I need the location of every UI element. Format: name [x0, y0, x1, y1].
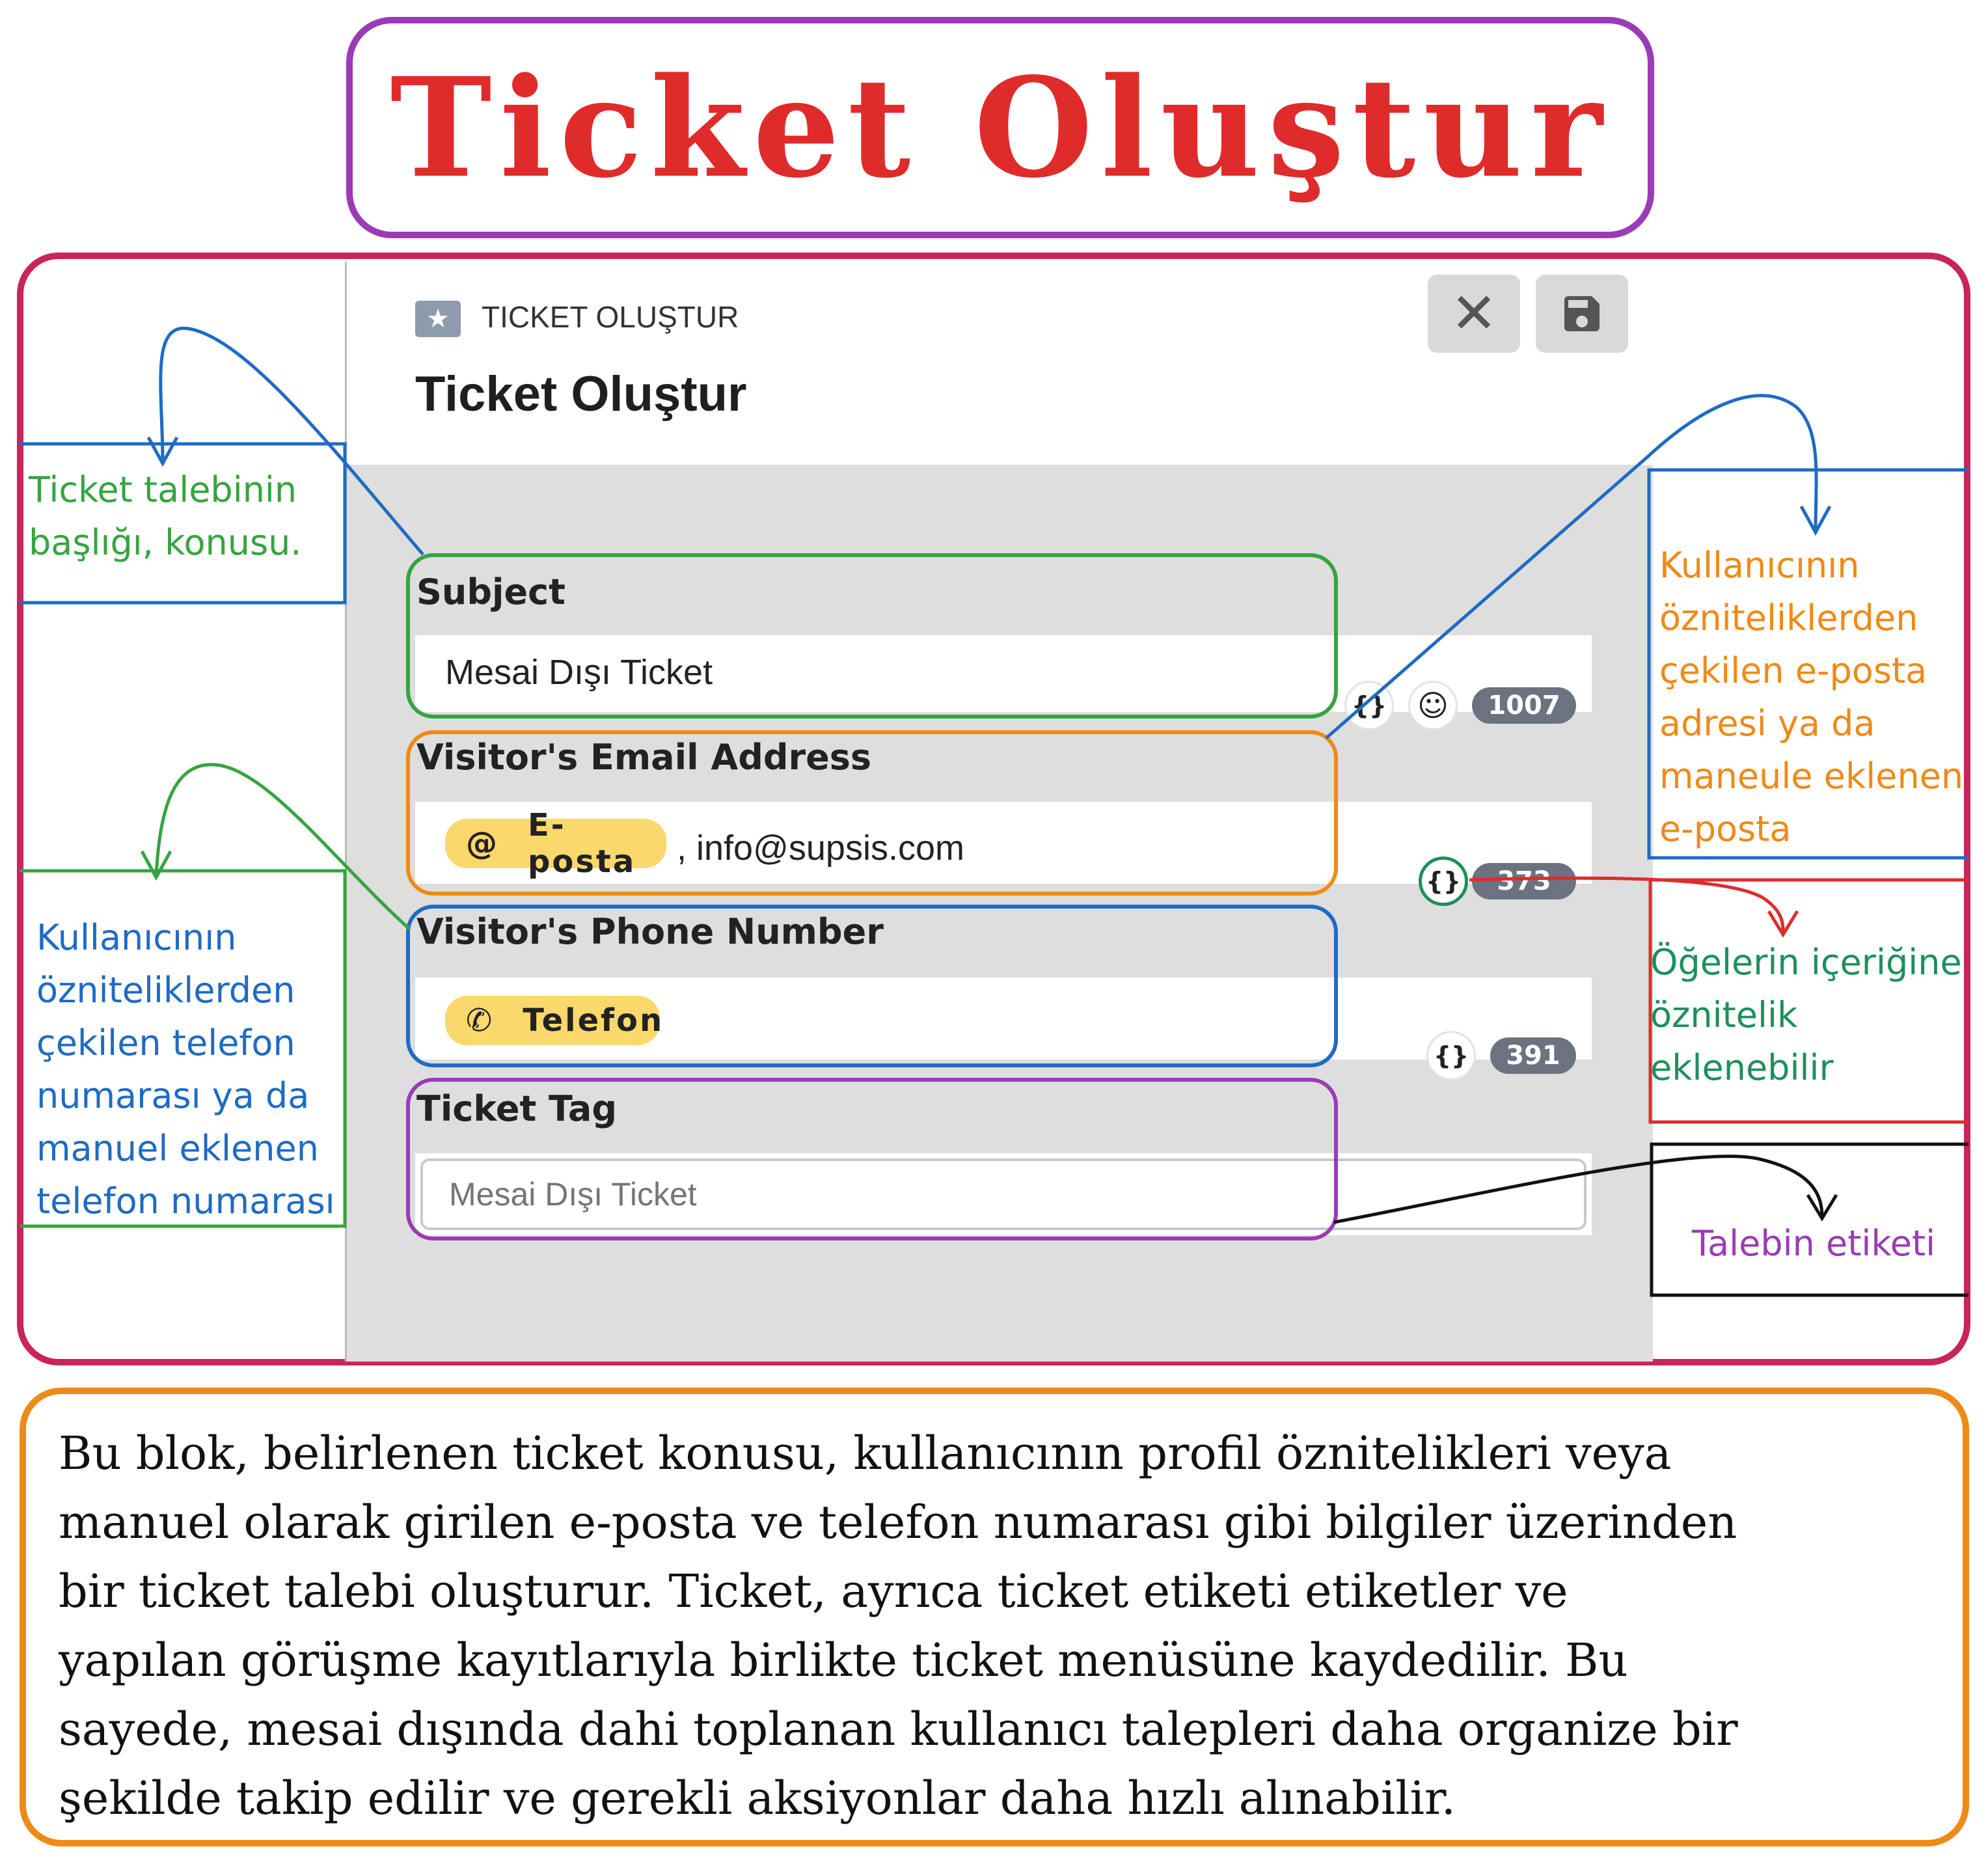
- description-box: Bu blok, belirlenen ticket konusu, kulla…: [20, 1388, 1969, 1846]
- highlight-phone: [406, 905, 1338, 1067]
- email-attribute-chip[interactable]: @ E-posta: [445, 807, 666, 880]
- header-crumb: TICKET OLUŞTUR: [482, 300, 739, 334]
- email-value: , info@supsis.com: [677, 829, 964, 868]
- panel-title: Ticket Oluştur: [415, 366, 747, 422]
- phone-attribute-chip[interactable]: ✆ Telefon: [445, 996, 662, 1045]
- highlight-tag: [406, 1078, 1338, 1240]
- phone-label: Visitor's Phone Number: [416, 911, 884, 952]
- star-icon: ★: [415, 301, 461, 337]
- email-char-counter: 373: [1472, 863, 1576, 899]
- tag-label: Ticket Tag: [416, 1088, 618, 1129]
- braces-icon: {}: [1433, 1041, 1469, 1070]
- subject-emoji-button[interactable]: ☺: [1408, 681, 1458, 730]
- save-icon: [1564, 296, 1600, 331]
- subject-label: Subject: [416, 571, 565, 612]
- banner-title: Ticket Oluştur: [390, 47, 1611, 208]
- save-button[interactable]: [1536, 275, 1628, 353]
- braces-icon: {}: [1351, 691, 1387, 720]
- description-text: Bu blok, belirlenen ticket konusu, kulla…: [59, 1427, 1738, 1825]
- phone-attribute-button[interactable]: {}: [1426, 1031, 1476, 1080]
- email-chip-label: E-posta: [528, 807, 636, 880]
- title-banner: Ticket Oluştur: [346, 17, 1654, 238]
- smiley-icon: ☺: [1417, 688, 1449, 723]
- email-label: Visitor's Email Address: [416, 737, 872, 778]
- phone-char-counter: 391: [1490, 1037, 1576, 1074]
- subject-value: Mesai Dışı Ticket: [445, 653, 713, 692]
- phone-icon: ✆: [466, 1002, 495, 1039]
- highlight-email: [406, 730, 1338, 896]
- highlight-subject: [406, 553, 1338, 719]
- braces-icon: {}: [1425, 867, 1462, 896]
- note-tag: Talebin etiketi: [1692, 1223, 1936, 1264]
- phone-chip-label: Telefon: [523, 1002, 664, 1039]
- at-icon: @: [466, 825, 499, 862]
- close-icon: ✕: [1450, 281, 1498, 346]
- subject-attribute-button[interactable]: {}: [1344, 681, 1394, 730]
- close-button[interactable]: ✕: [1428, 275, 1520, 353]
- subject-char-counter: 1007: [1472, 687, 1576, 724]
- email-attribute-button[interactable]: {}: [1419, 857, 1468, 906]
